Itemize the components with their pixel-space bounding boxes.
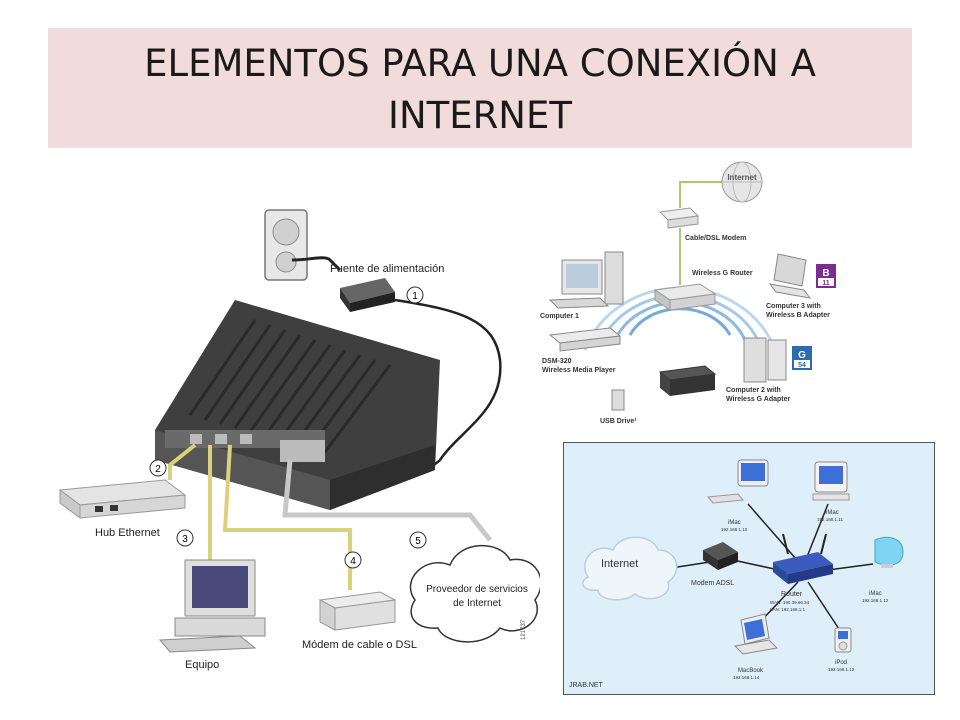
computer-3-laptop-icon [768,253,812,299]
badge-b-letter: B [822,268,829,279]
cable-modem-icon [318,591,397,631]
computer-icon [158,559,266,653]
adsl-modem-icon [703,542,738,570]
isp-label-line2: de Internet [453,598,501,609]
modem-adsl-label: Modem ADSL [691,580,734,587]
computer-1-icon [548,251,624,309]
macbook-ip: 192.168.1.14 [733,675,760,680]
imac-2-icon [874,536,904,568]
ipod-ip: 192.168.1.13 [828,667,855,672]
ipod-label: iPod [835,660,847,666]
figure-code: 121737 [521,619,527,640]
callout-2 [149,459,167,477]
callout-4 [344,551,362,569]
imac-1-label: iMac [728,520,741,526]
emac-label: eMac [824,510,839,516]
router-icon [155,300,440,510]
power-adapter-icon [340,278,395,312]
imac-1-ip: 192.168.1.10 [721,527,748,532]
pc-label: Equipo [185,659,219,671]
usb-drive-icon [611,389,625,411]
macbook-label: MacBook [738,668,764,674]
badge-g-letter: G [798,350,806,361]
wireless-router-label: Wireless G Router [692,270,753,277]
router-label: Router [781,591,803,598]
callout-3 [176,529,194,547]
cable-modem-label: Cable/DSL Modem [685,235,746,242]
hub-label: Hub Ethernet [95,527,160,539]
home-network-diagram: Internet Modem ADSL Router WAN: 190.39.6… [563,442,935,695]
isp-label-line1: Proveedor de servicios [426,584,528,595]
callout-3-number: 3 [182,534,188,545]
computer-2-label-line1: Computer 2 with [726,387,781,394]
cable-dsl-modem-icon [658,207,700,229]
internet-label: Internet [727,173,757,182]
badge-b-icon [816,264,836,288]
callout-1 [406,286,424,304]
computer-2-icon [743,337,787,383]
slide-title: ELEMENTOS PARA UNA CONEXIÓN A INTERNET [48,38,912,142]
badge-g-icon [792,346,812,370]
modem-label: Módem de cable o DSL [302,639,417,651]
ipod-icon [834,627,852,653]
imac-2-ip: 192.168.1.12 [862,598,889,603]
computer-1-label: Computer 1 [540,313,579,320]
router-connection-diagram: Fuente de alimentación 1 2 3 4 [58,209,540,671]
title-band: ELEMENTOS PARA UNA CONEXIÓN A INTERNET [48,28,912,148]
wireless-network-diagram: Internet Cable/DSL Modem Wireless G Rout… [540,161,836,425]
badge-g-number: 54 [798,362,806,369]
computer-3-label-line2: Wireless B Adapter [766,312,830,319]
callout-5 [409,531,427,549]
router-lan: LAN: 192.168.1.1 [770,607,806,612]
computer-3-label-line1: Computer 3 with [766,303,821,310]
internet-cloud-icon [582,536,678,601]
dsm-label-line1: DSM-320 [542,358,572,365]
callout-2-number: 2 [155,464,161,475]
slide-title-line2: INTERNET [388,94,572,137]
usb-label: USB Drive¹ [600,418,637,425]
imac-1-icon [707,459,769,504]
emac-ip: 192.168.1.11 [817,517,843,522]
badge-b-number: 11 [822,280,830,287]
router-icon-bottom [773,533,833,584]
router-wan: WAN: 190.39.66.34 [770,600,810,605]
callout-4-number: 4 [350,556,356,567]
internet-label-bottom: Internet [601,558,638,570]
wireless-router-icon [653,283,717,311]
imac-2-label: iMac [869,591,882,597]
credit-label: JRAB.NET [569,682,604,689]
ethernet-hub-icon [58,479,187,519]
internet-globe-icon [721,161,763,203]
macbook-icon [733,613,779,655]
slide-title-line1: ELEMENTOS PARA UNA CONEXIÓN A [144,42,816,85]
emac-icon [812,461,850,501]
computer-2-label-line2: Wireless G Adapter [726,396,791,403]
power-label: Fuente de alimentación [330,263,444,275]
callout-1-number: 1 [412,291,418,302]
dsm-label-line2: Wireless Media Player [542,367,616,374]
wall-outlet-icon [264,209,308,281]
isp-cloud-icon [409,544,540,643]
network-storage-icon [658,365,717,396]
media-player-icon [548,327,622,352]
callout-5-number: 5 [415,536,421,547]
